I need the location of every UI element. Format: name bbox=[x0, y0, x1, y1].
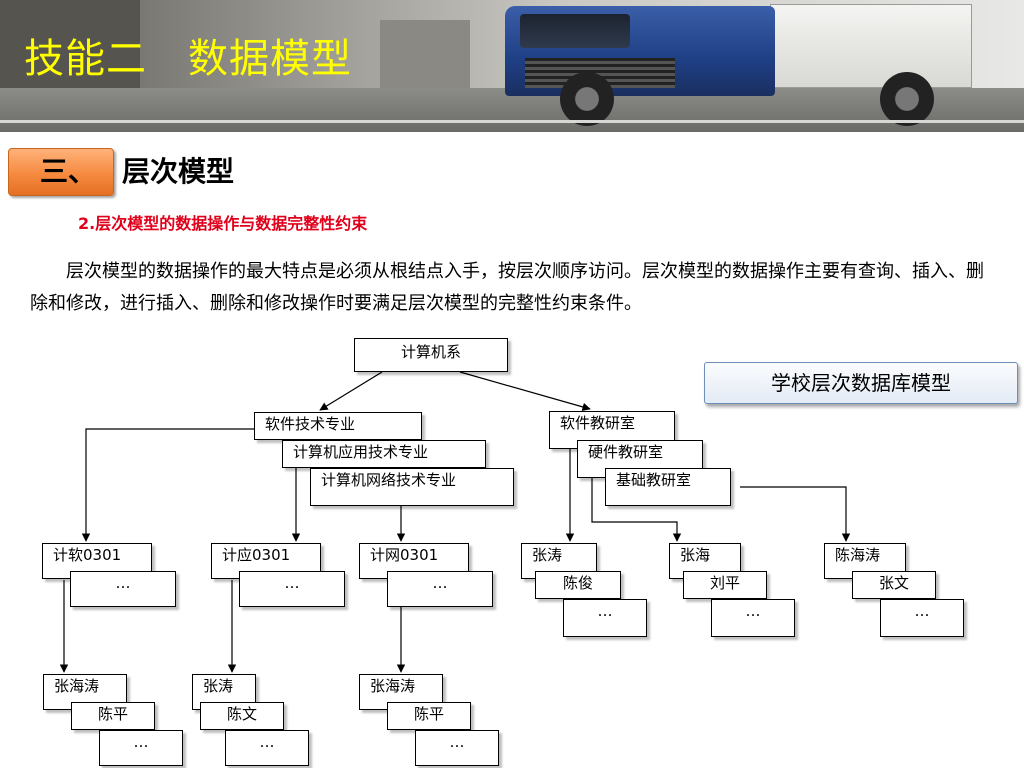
tree-node-ellipsis: … bbox=[239, 571, 345, 607]
edge-lab-teacher-3 bbox=[740, 486, 851, 542]
banner-building bbox=[0, 0, 140, 90]
diagram-caption: 学校层次数据库模型 bbox=[704, 362, 1018, 404]
edge-major-class-1 bbox=[81, 428, 254, 542]
edge-root-labs bbox=[459, 371, 591, 411]
tree-node-major: 计算机应用技术专业 bbox=[282, 440, 486, 468]
tree-node-teacher: 陈俊 bbox=[535, 571, 621, 599]
tree-node-major: 计算机网络技术专业 bbox=[310, 468, 514, 506]
truck-cargo-box bbox=[770, 4, 972, 88]
truck-window bbox=[520, 14, 630, 48]
tree-node-lab: 基础教研室 bbox=[605, 468, 731, 506]
tree-node-ellipsis: … bbox=[415, 730, 499, 766]
banner-building bbox=[380, 20, 470, 90]
tree-node-ellipsis: … bbox=[563, 599, 647, 637]
tree-node-root: 计算机系 bbox=[354, 338, 508, 372]
tree-node-ellipsis: … bbox=[711, 599, 795, 637]
tree-node-student: 陈平 bbox=[387, 702, 471, 730]
section-badge bbox=[8, 148, 114, 196]
section-title: 层次模型 bbox=[122, 155, 235, 188]
tree-node-teacher: 张文 bbox=[852, 571, 936, 599]
body-paragraph: 层次模型的数据操作的最大特点是必须从根结点入手，按层次顺序访问。层次模型的数据操… bbox=[30, 261, 984, 314]
section-number: 三、 bbox=[40, 155, 97, 188]
subheading: 2.层次模型的数据操作与数据完整性约束 bbox=[78, 214, 368, 233]
truck-wheel bbox=[880, 72, 934, 126]
tree-node-ellipsis: … bbox=[387, 571, 493, 607]
edge-root-majors bbox=[319, 371, 383, 411]
tree-node-student: 陈文 bbox=[200, 702, 284, 730]
tree-node-student: 陈平 bbox=[71, 702, 155, 730]
slide-title: 技能二 数据模型 bbox=[24, 36, 352, 82]
tree-node-ellipsis: … bbox=[99, 730, 183, 766]
tree-node-ellipsis: … bbox=[880, 599, 964, 637]
header-banner: 技能二 数据模型 bbox=[0, 0, 1024, 132]
banner-divider bbox=[0, 120, 1024, 123]
truck-wheel bbox=[560, 72, 614, 126]
tree-node-ellipsis: … bbox=[225, 730, 309, 766]
tree-node-ellipsis: … bbox=[70, 571, 176, 607]
tree-node-teacher: 刘平 bbox=[683, 571, 767, 599]
edge-lab-teacher-2 bbox=[591, 476, 682, 542]
tree-node-major: 软件技术专业 bbox=[254, 412, 422, 440]
